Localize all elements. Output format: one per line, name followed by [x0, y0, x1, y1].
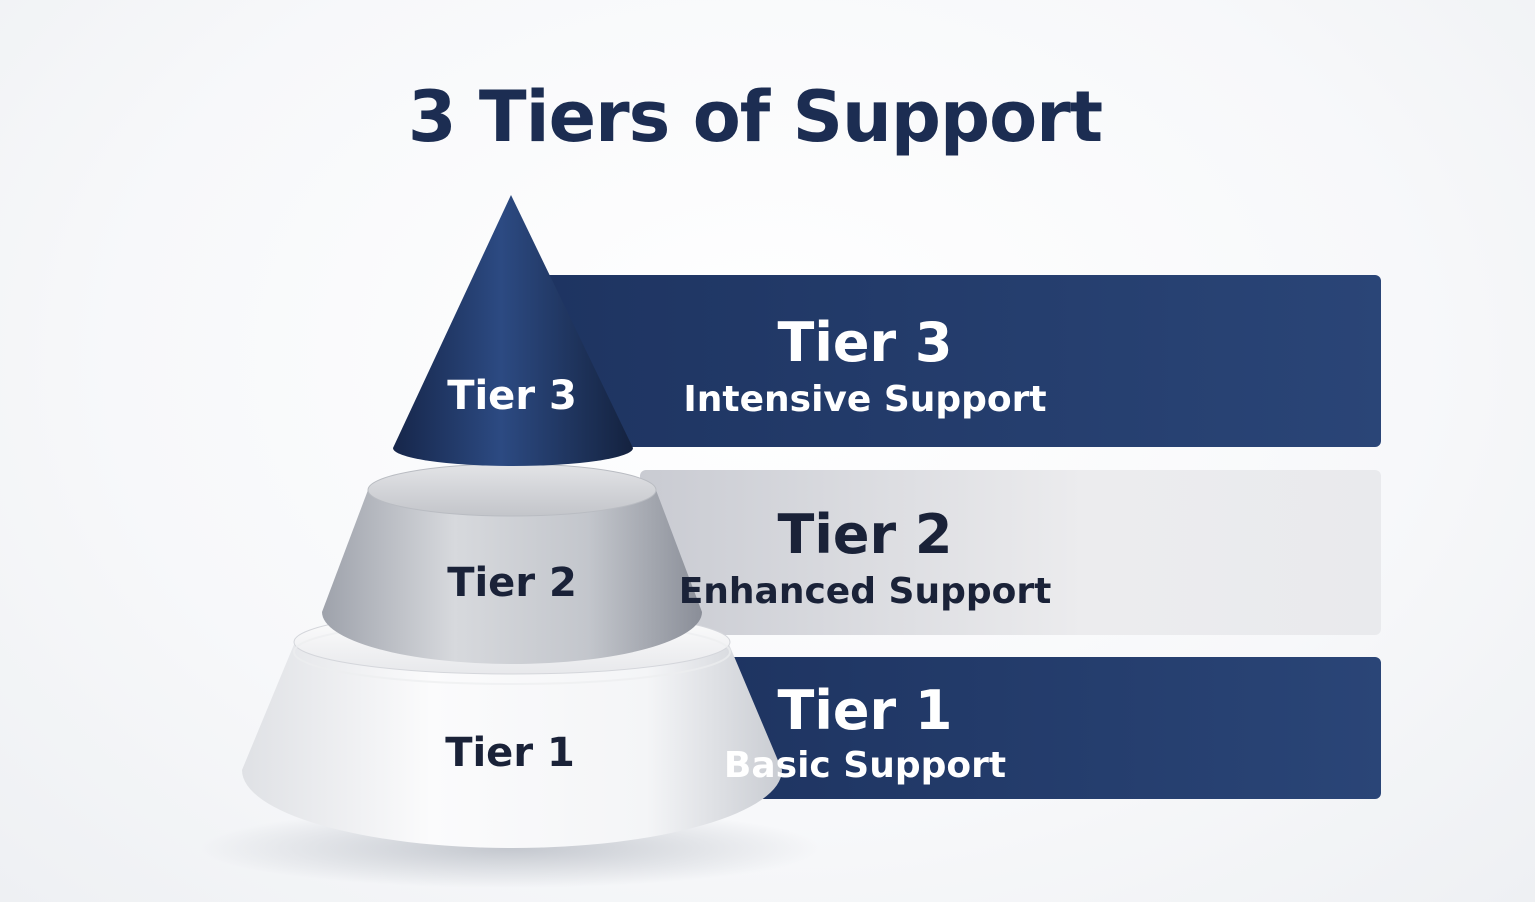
- tier-2-title: Tier 2: [777, 503, 953, 566]
- tier-3-pyramid-label: Tier 3: [447, 373, 577, 419]
- tier-3-band: [540, 275, 1381, 447]
- tier-3-title: Tier 3: [777, 311, 953, 374]
- tier-2-description: Tier 2 Enhanced Support: [590, 508, 1140, 610]
- tier-2-subtitle: Enhanced Support: [678, 571, 1052, 612]
- tier-2-segment: [322, 463, 702, 664]
- tier-1-title: Tier 1: [777, 679, 953, 742]
- tier-3-description: Tier 3 Intensive Support: [590, 316, 1140, 418]
- tier-3-segment: [393, 195, 633, 466]
- page-title: 3 Tiers of Support: [407, 76, 1103, 158]
- tier-1-band: [720, 657, 1381, 799]
- tier-1-pyramid-label: Tier 1: [445, 730, 575, 776]
- tier-2-pyramid-label: Tier 2: [447, 560, 577, 606]
- tier-2-band: [640, 470, 1381, 635]
- tier-1-description: Tier 1 Basic Support: [590, 684, 1140, 784]
- tier-1-subtitle: Basic Support: [723, 745, 1007, 786]
- tier-3-subtitle: Intensive Support: [683, 379, 1047, 420]
